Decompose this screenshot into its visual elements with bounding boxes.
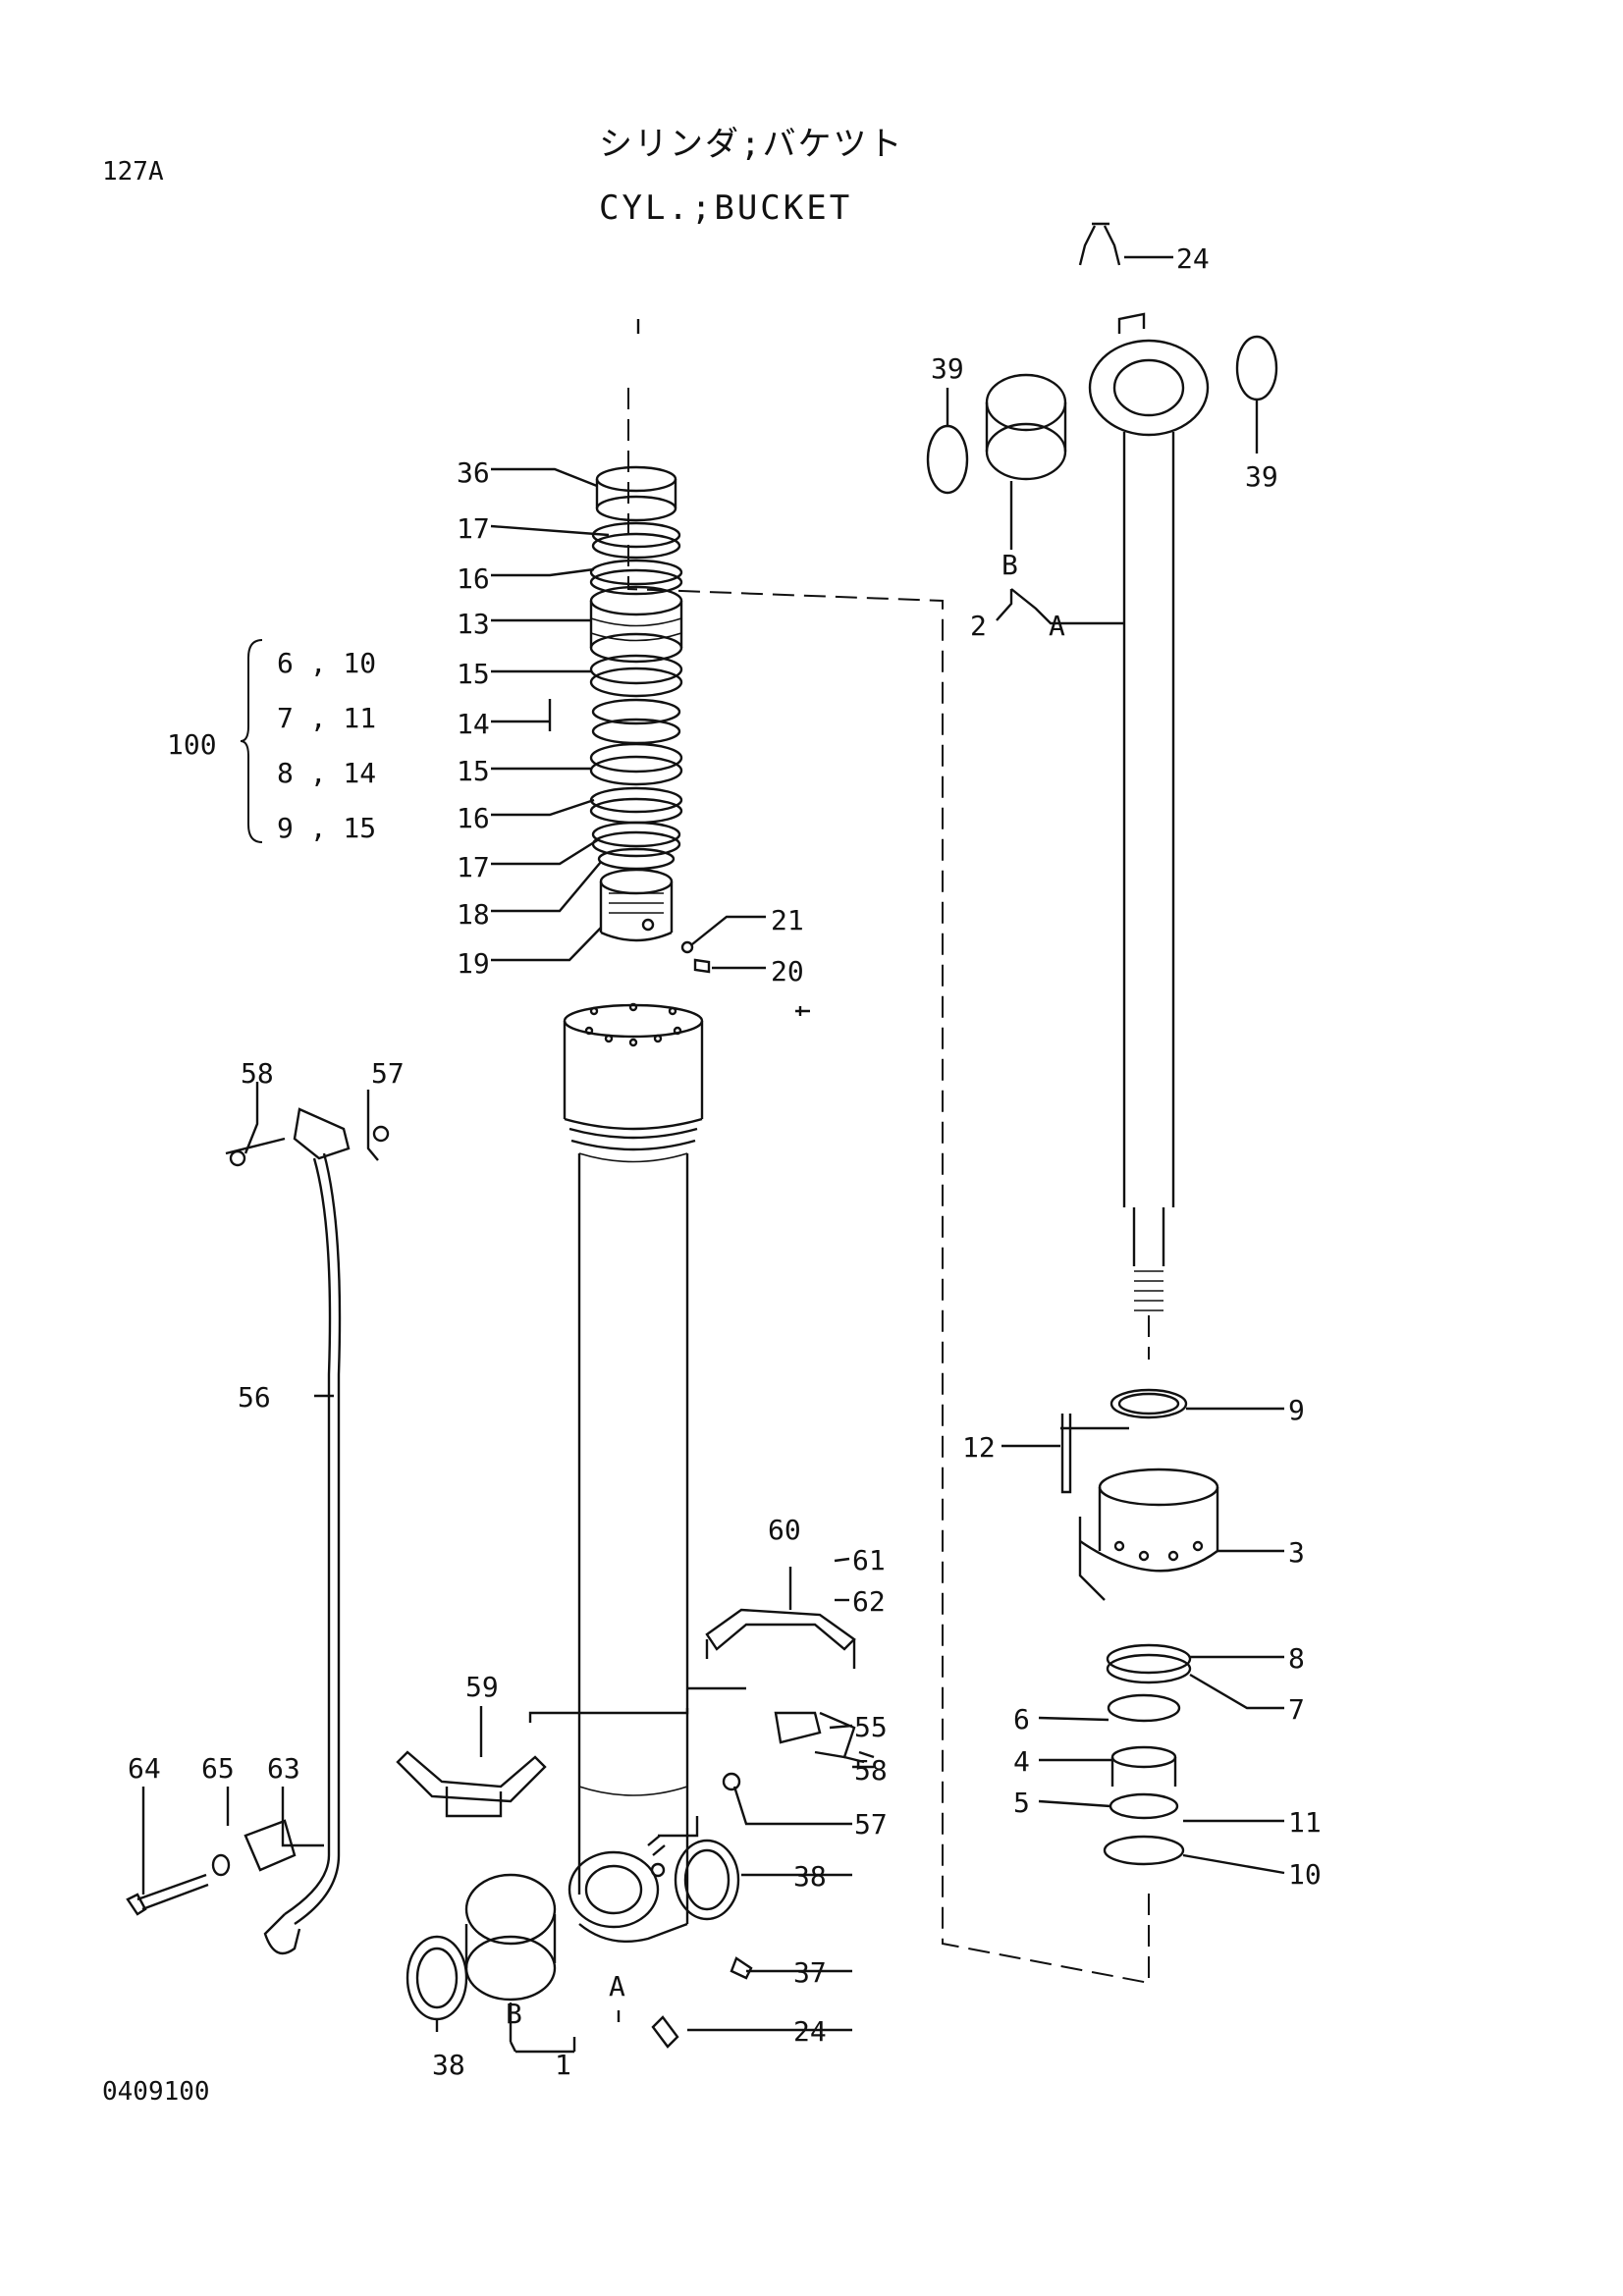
kit-row-4: 9 , 15 [277,812,377,844]
callout-19: 19 [457,947,490,980]
callout-37: 37 [793,1956,827,1989]
misc-parts [126,319,875,2049]
callout-39-left: 39 [931,352,964,385]
callout-20: 20 [771,955,804,988]
callout-12: 12 [962,1431,996,1464]
kit-row-3: 8 , 14 [277,757,377,789]
callout-60: 60 [768,1514,801,1546]
callout-38-right: 38 [793,1860,827,1893]
callout-55: 55 [854,1711,888,1743]
kit-number: 100 [167,728,217,761]
clamp-60 [705,1608,856,1669]
ref-B-top: B [1001,549,1018,581]
callout-57-bottom: 57 [854,1808,888,1841]
kit-brace [241,639,263,843]
callout-61: 61 [852,1544,886,1576]
callout-21: 21 [771,904,804,936]
callout-7: 7 [1288,1693,1305,1726]
cylinder-tube [563,1002,704,1943]
title-japanese: シリンダ;バケツト [599,125,904,164]
callout-39-right: 39 [1245,460,1278,493]
leader-lines [141,255,1285,2054]
callout-24-top: 24 [1176,242,1210,275]
callout-4: 4 [1013,1745,1030,1778]
page-code: 127A [102,157,164,187]
callout-58-bottom: 58 [854,1754,888,1787]
callout-65: 65 [201,1752,235,1785]
callout-2: 2 [970,610,987,642]
callout-62: 62 [852,1585,886,1618]
assembly-dashed-line [627,388,1150,1985]
callout-17b: 17 [457,851,490,883]
pipe-56 [225,1107,390,1955]
callout-24-bottom: 24 [793,2015,827,2048]
callout-59: 59 [465,1671,499,1703]
piston-rod [926,222,1278,1311]
callout-18: 18 [457,898,490,931]
title-english: CYL.;BUCKET [599,188,853,228]
piston-stack [589,465,711,974]
callout-6: 6 [1013,1703,1030,1735]
callout-16b: 16 [457,802,490,834]
callout-1: 1 [555,2049,571,2081]
ref-A-bottom: A [609,1970,625,2002]
callout-10: 10 [1288,1858,1322,1891]
callout-63: 63 [267,1752,300,1785]
callout-16: 16 [457,562,490,595]
callout-56: 56 [238,1381,271,1414]
callout-5: 5 [1013,1787,1030,1819]
callout-8: 8 [1288,1642,1305,1675]
callout-58-top: 58 [241,1057,274,1090]
ref-A-top: A [1049,610,1065,642]
callout-38-left: 38 [432,2049,465,2081]
callout-15b: 15 [457,755,490,787]
callout-15: 15 [457,658,490,690]
callout-9: 9 [1288,1394,1305,1426]
clamp-59 [396,1750,547,1818]
callout-11: 11 [1288,1806,1322,1839]
callout-3: 3 [1288,1536,1305,1569]
callout-14: 14 [457,708,490,740]
callout-17: 17 [457,512,490,545]
callout-36: 36 [457,456,490,489]
callout-64: 64 [128,1752,161,1785]
kit-row-1: 6 , 10 [277,647,377,679]
kit-row-2: 7 , 11 [277,702,377,734]
callout-13: 13 [457,608,490,640]
ref-B-bottom: B [506,1998,522,2030]
cylinder-head [1060,1388,1219,1866]
callout-57-top: 57 [371,1057,405,1090]
drawing-number: 0409100 [102,2077,210,2107]
